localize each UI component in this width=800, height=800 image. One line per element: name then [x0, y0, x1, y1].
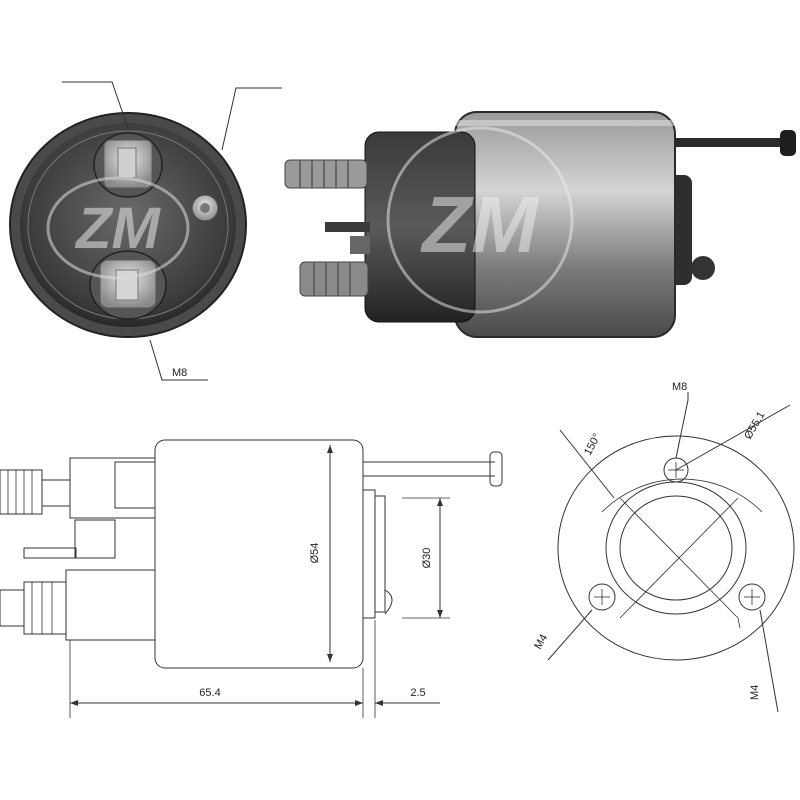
- svg-text:ZM: ZM: [74, 196, 161, 261]
- end-drawing: M8 M4 M4 Ø55.1 150°: [532, 381, 795, 713]
- side-drawing: Ø54 Ø30 65.4 2.5: [0, 439, 503, 718]
- bcd-label: Ø55.1: [742, 410, 767, 442]
- end-view-photo: ZM M8: [9, 81, 282, 381]
- brand-logo: ZM: [46, 176, 190, 280]
- left-m4-label: M4: [532, 632, 550, 651]
- gap-label: 2.5: [410, 687, 425, 699]
- body-dia-label: Ø54: [309, 543, 321, 564]
- svg-text:ZM: ZM: [420, 180, 540, 269]
- leader-bottom: [149, 339, 208, 381]
- right-m4-label: M4: [749, 685, 761, 700]
- body-outline: [154, 439, 364, 669]
- plunger-dia-label: Ø30: [421, 548, 433, 569]
- photo-m8-label: M8: [172, 367, 187, 379]
- top-m8-label: M8: [672, 381, 687, 393]
- angle-label: 150°: [582, 432, 603, 458]
- width-label: 65.4: [199, 687, 220, 699]
- leader-top-left: [62, 81, 129, 129]
- side-view-photo: ZM: [284, 111, 796, 338]
- leader-top-right: [221, 87, 282, 151]
- brand-logo-side: ZM: [386, 126, 574, 314]
